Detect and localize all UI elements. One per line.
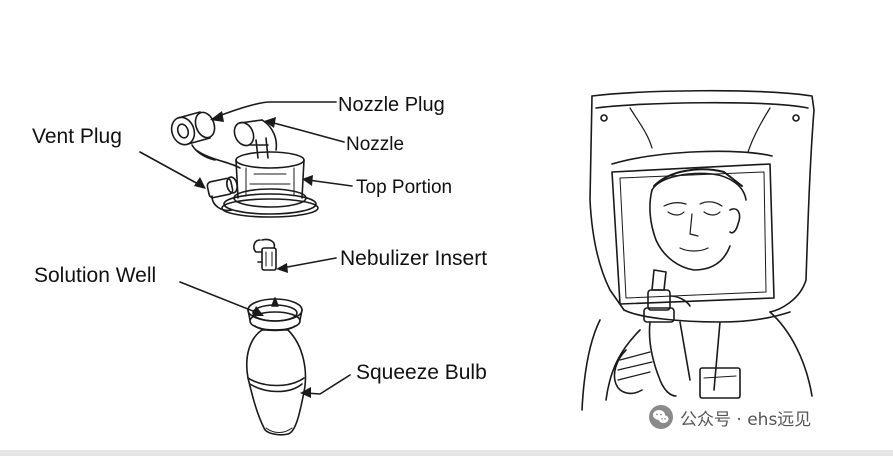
nebulizer-insert-part [253, 238, 277, 271]
arrowhead-solution-well [252, 306, 264, 316]
vent-plug-part [195, 149, 241, 212]
watermark: 公众号 · ehs远见 [648, 404, 811, 430]
squeeze-bulb-part [246, 329, 307, 436]
bottom-border [0, 450, 893, 456]
arrowhead-vent-plug [194, 177, 206, 189]
leader-nozzle-plug [215, 101, 337, 118]
arrowhead-nozzle-plug [210, 111, 224, 122]
label-vent-plug: Vent Plug [32, 125, 122, 148]
top-portion-part [221, 151, 319, 218]
leader-top-portion [307, 179, 353, 187]
arrowhead-squeeze-bulb [300, 387, 311, 398]
leader-nozzle [269, 121, 345, 143]
leader-nebulizer-insert [281, 257, 337, 269]
label-nozzle-plug: Nozzle Plug [338, 94, 445, 116]
watermark-text: 公众号 · ehs远见 [680, 409, 812, 430]
leader-vent-plug [139, 151, 201, 186]
label-solution-well: Solution Well [34, 264, 157, 287]
arrowheads [194, 111, 313, 398]
leader-solution-well [179, 281, 259, 314]
label-squeeze-bulb: Squeeze Bulb [356, 361, 487, 384]
arrowhead-top-portion [302, 175, 313, 186]
label-nebulizer-insert: Nebulizer Insert [340, 247, 488, 270]
nozzle-plug-part [170, 111, 216, 161]
nozzle-part [233, 119, 278, 159]
leader-squeeze-bulb [305, 374, 351, 395]
label-top-portion: Top Portion [356, 177, 453, 198]
arrowhead-nozzle [264, 117, 276, 128]
leader-lines [139, 101, 353, 395]
wechat-icon [649, 405, 673, 429]
hood-figure [581, 89, 815, 411]
label-nozzle: Nozzle [346, 134, 405, 155]
arrowhead-nebulizer-insert [276, 263, 288, 273]
